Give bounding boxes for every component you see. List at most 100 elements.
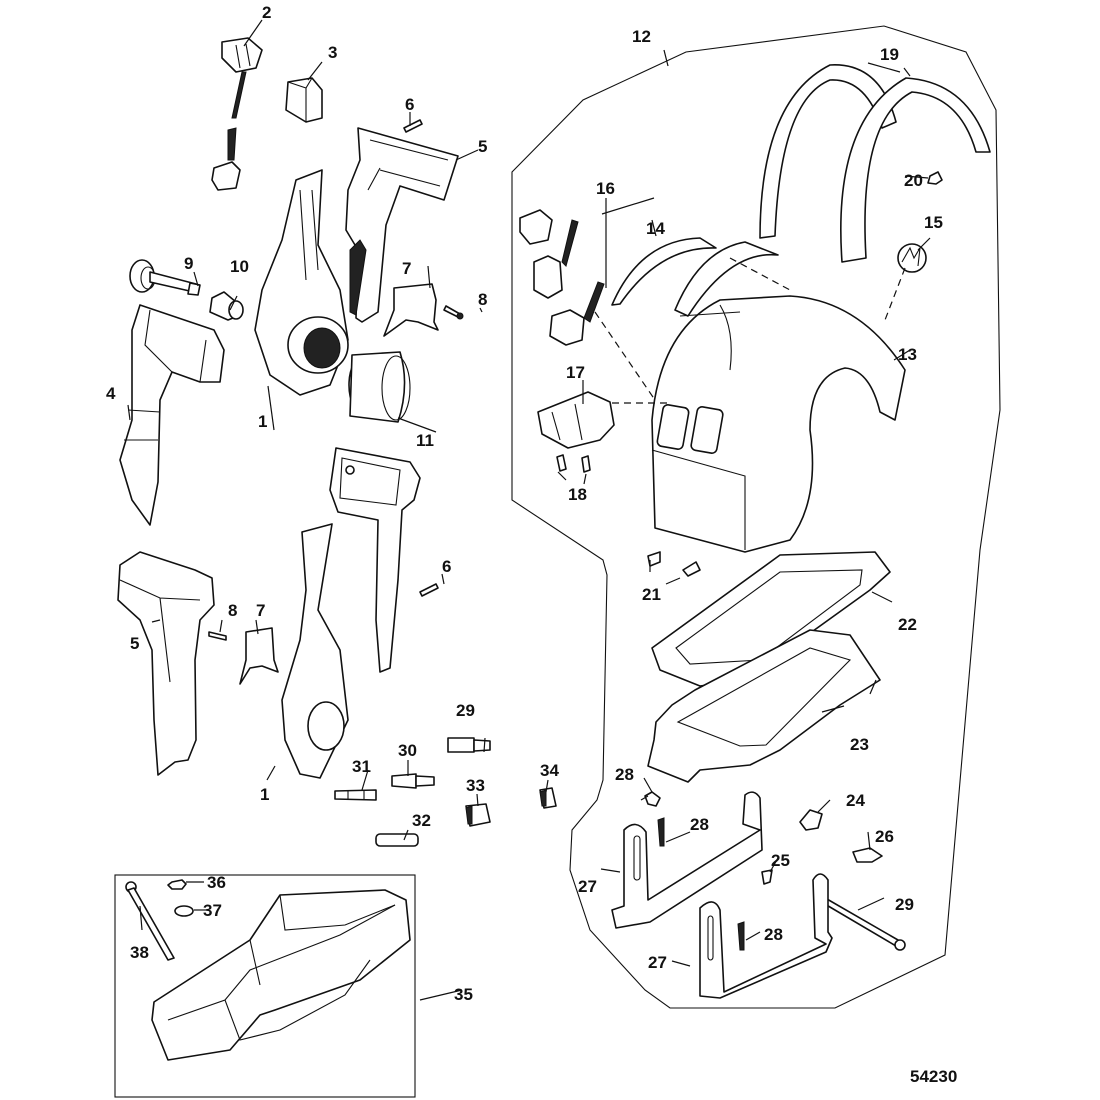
callout-28-lower: 28 [764,925,783,944]
part-33-pin-terminal[interactable] [334,789,377,801]
leader-lines [127,19,931,1001]
part-23-gasket[interactable] [647,629,881,783]
part-35-connector[interactable] [465,803,491,827]
callout-20: 20 [904,171,923,190]
part-20-screw[interactable] [927,171,943,185]
callout-5-lower: 5 [130,634,139,653]
part-28-screw-lower[interactable] [737,921,745,951]
part-5-handle-half-upper[interactable] [345,127,459,323]
callout-32: 30 [398,741,417,760]
callout-21: 21 [642,585,661,604]
part-27-bracket-lower[interactable] [699,873,833,999]
part-9-shaft[interactable] [129,259,201,296]
part-2-switch[interactable] [211,37,263,191]
callout-24: 24 [846,791,865,810]
part-21-screw-a[interactable] [647,551,661,567]
callout-3: 3 [328,43,337,62]
part-11-ring[interactable] [348,351,411,423]
part-19-trim-strips[interactable] [759,64,991,263]
callout-23: 23 [850,735,869,754]
part-10-bushing[interactable] [209,291,244,321]
part-18-screw-a[interactable] [556,454,567,472]
callout-6-upper: 6 [405,95,414,114]
callout-33: 31 [352,757,371,776]
part-7-bracket-lower[interactable] [239,627,279,685]
part-24-clip[interactable] [799,809,823,831]
callout-40: 38 [130,943,149,962]
callout-15: 15 [924,213,943,232]
part-17-switch-module[interactable] [537,391,615,449]
callout-19: 19 [880,45,899,64]
callout-17: 17 [566,363,585,382]
part-34-sleeve[interactable] [375,833,419,847]
callout-36: 34 [540,761,559,780]
callout-29: 29 [895,895,914,914]
part-26-clamp[interactable] [852,847,883,863]
assembly-12-boundary [511,25,1001,1009]
callout-31: 29 [456,701,475,720]
part-3-block[interactable] [285,77,323,123]
callout-1-upper: 1 [258,412,267,431]
callout-10: 10 [230,257,249,276]
part-25-screw[interactable] [761,869,773,885]
callout-37: 35 [454,985,473,1004]
part-40-long-bolt[interactable] [125,881,175,961]
part-36-connector[interactable] [539,787,557,809]
callout-9: 9 [184,254,193,273]
part-1-lever-upper[interactable] [254,169,349,396]
callout-28-upper: 28 [690,815,709,834]
part-28-screw-upper[interactable] [657,817,665,847]
callout-39: 37 [203,901,222,920]
part-14-trim-strips[interactable] [611,237,779,317]
part-13-housing-cover[interactable] [651,295,906,553]
part-16-connectors[interactable] [519,209,605,346]
kit-base-housing[interactable] [151,889,411,1061]
callout-38: 36 [207,873,226,892]
part-31-terminal[interactable] [447,737,491,753]
part-5-handle-half-lower[interactable] [329,447,421,673]
callout-25: 25 [771,851,790,870]
part-32-terminal[interactable] [391,773,435,789]
assembly-line-15 [884,267,906,321]
callout-8-upper: 8 [478,290,487,309]
callout-8-lower: 8 [228,601,237,620]
callout-26: 26 [875,827,894,846]
callout-22: 22 [898,615,917,634]
callout-30: 28 [615,765,634,784]
part-27-bracket-upper[interactable] [611,791,763,929]
part-30-nut[interactable] [644,791,661,807]
callout-6-lower: 6 [442,557,451,576]
part-4-handle[interactable] [119,304,225,526]
callout-12: 12 [632,27,651,46]
callout-18: 18 [568,485,587,504]
callout-11: 11 [416,431,434,450]
part-21-screw-b[interactable] [682,561,701,577]
part-5-handle[interactable] [117,551,215,776]
part-15-logo-badge[interactable] [897,243,927,273]
kit-37-box [114,874,416,1098]
part-6-pin-lower[interactable] [419,583,439,597]
figure-number: 54230 [910,1067,957,1086]
callout-7-lower: 7 [256,601,265,620]
callout-5-upper: 5 [478,137,487,156]
callout-7-upper: 7 [402,259,411,278]
callout-27-lower: 27 [648,953,667,972]
callout-27-upper: 27 [578,877,597,896]
part-6-pin-upper[interactable] [403,119,423,133]
part-39-washer[interactable] [174,905,194,917]
part-8-pin-lower[interactable] [208,631,227,641]
callout-35: 33 [466,776,485,795]
callout-13: 13 [898,345,917,364]
callout-16: 16 [596,179,615,198]
part-8-pin-upper[interactable] [443,305,464,320]
part-7-bracket-upper[interactable] [383,283,439,337]
callout-2: 2 [262,3,271,22]
part-1-lever-lower[interactable] [281,523,349,779]
part-38-nut[interactable] [167,879,187,890]
part-22-base-frame[interactable] [651,551,891,687]
callout-34: 32 [412,811,431,830]
assembly-line-16 [594,311,656,401]
callout-4: 4 [106,384,116,403]
part-18-screw-b[interactable] [581,455,591,473]
